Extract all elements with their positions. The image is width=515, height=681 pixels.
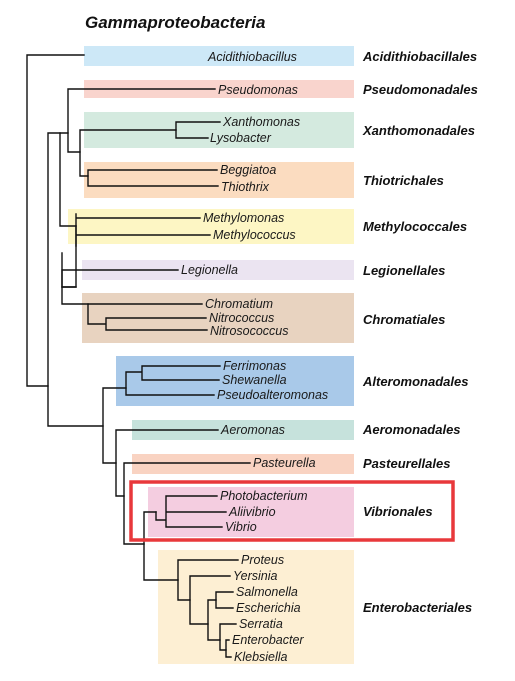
order-label-enterobacteriales: Enterobacteriales: [363, 600, 472, 615]
branch-thiotrichales: [87, 169, 219, 187]
taxon-label: Serratia: [239, 617, 283, 631]
taxon-label: Nitrosococcus: [210, 324, 289, 338]
branch-node-a: [47, 132, 104, 427]
branch-methylococcales: [75, 213, 211, 247]
branch-node-m: [189, 575, 231, 625]
taxon-label: Klebsiella: [234, 650, 288, 664]
taxon-label: Aeromonas: [220, 423, 285, 437]
box-pasteurellales: [132, 454, 354, 474]
taxon-label: Thiothrix: [221, 180, 270, 194]
taxon-label: Aliivibrio: [228, 505, 276, 519]
taxon-label: Acidithiobacillus: [207, 50, 297, 64]
order-label-acidithiobacillales: Acidithiobacillales: [362, 49, 477, 64]
taxon-label: Escherichia: [236, 601, 301, 615]
branch-node-o: [215, 591, 234, 609]
taxon-label: Pasteurella: [253, 456, 316, 470]
branch-node-q: [225, 639, 232, 658]
box-alteromonadales: [116, 356, 354, 406]
order-boxes: [68, 46, 354, 664]
order-labels: Acidithiobacillales Pseudomonadales Xant…: [362, 49, 478, 615]
branch-node-l: [177, 559, 239, 601]
taxon-label: Photobacterium: [220, 489, 308, 503]
taxon-label: Pseudomonas: [218, 83, 298, 97]
box-acidithiobacillales: [84, 46, 354, 66]
taxon-label: Legionella: [181, 263, 238, 277]
taxon-label: Vibrio: [225, 520, 257, 534]
order-label-vibrionales: Vibrionales: [363, 504, 433, 519]
branch-chromatiales: [87, 303, 208, 331]
box-aeromonadales: [132, 420, 354, 440]
order-label-thiotrichales: Thiotrichales: [363, 173, 444, 188]
taxon-labels: Acidithiobacillus Pseudomonas Xanthomona…: [181, 50, 328, 664]
taxon-label: Shewanella: [222, 373, 287, 387]
order-label-pasteurellales: Pasteurellales: [363, 456, 450, 471]
box-methylococcales: [68, 209, 354, 244]
taxon-label: Beggiatoa: [220, 163, 276, 177]
taxon-label: Methylomonas: [203, 211, 284, 225]
branch-xanthomonadales: [175, 121, 221, 139]
tree-branches: [26, 54, 251, 658]
taxon-label: Xanthomonas: [222, 115, 300, 129]
taxon-label: Yersinia: [233, 569, 278, 583]
order-label-alteromonadales: Alteromonadales: [362, 374, 468, 389]
branch-node-g: [61, 269, 179, 305]
taxon-label: Nitrococcus: [209, 311, 274, 325]
branch-root: [26, 54, 85, 387]
branch-alteromonadales: [125, 365, 221, 396]
branch-node-d: [79, 129, 177, 177]
branch-node-j: [123, 462, 251, 545]
order-label-chromatiales: Chromatiales: [363, 312, 445, 327]
order-label-methylococcales: Methylococcales: [363, 219, 467, 234]
taxon-label: Salmonella: [236, 585, 298, 599]
branch-vibrionales: [155, 495, 227, 528]
order-label-aeromonadales: Aeromonadales: [362, 422, 461, 437]
order-label-xanthomonadales: Xanthomonadales: [362, 123, 475, 138]
taxon-label: Methylococcus: [213, 228, 296, 242]
branch-node-n: [207, 599, 221, 641]
taxon-label: Chromatium: [205, 297, 273, 311]
order-label-legionellales: Legionellales: [363, 263, 445, 278]
taxon-label: Enterobacter: [232, 633, 304, 647]
vibrionales-highlight-frame: [129, 480, 455, 542]
branch-node-k: [143, 511, 179, 581]
taxon-label: Pseudoalteromonas: [217, 388, 328, 402]
box-pseudomonadales: [84, 80, 354, 98]
branch-node-c: [67, 88, 216, 153]
branch-node-i: [115, 429, 219, 497]
taxon-label: Lysobacter: [210, 131, 272, 145]
branch-node-p: [219, 623, 237, 651]
branch-node-h: [102, 387, 127, 464]
order-label-pseudomonadales: Pseudomonadales: [363, 82, 478, 97]
figure-title: Gammaproteobacteria: [85, 13, 265, 32]
box-thiotrichales: [84, 162, 354, 198]
taxon-label: Proteus: [241, 553, 284, 567]
box-legionellales: [82, 260, 354, 280]
branch-node-b: [59, 132, 77, 227]
taxon-label: Ferrimonas: [223, 359, 286, 373]
